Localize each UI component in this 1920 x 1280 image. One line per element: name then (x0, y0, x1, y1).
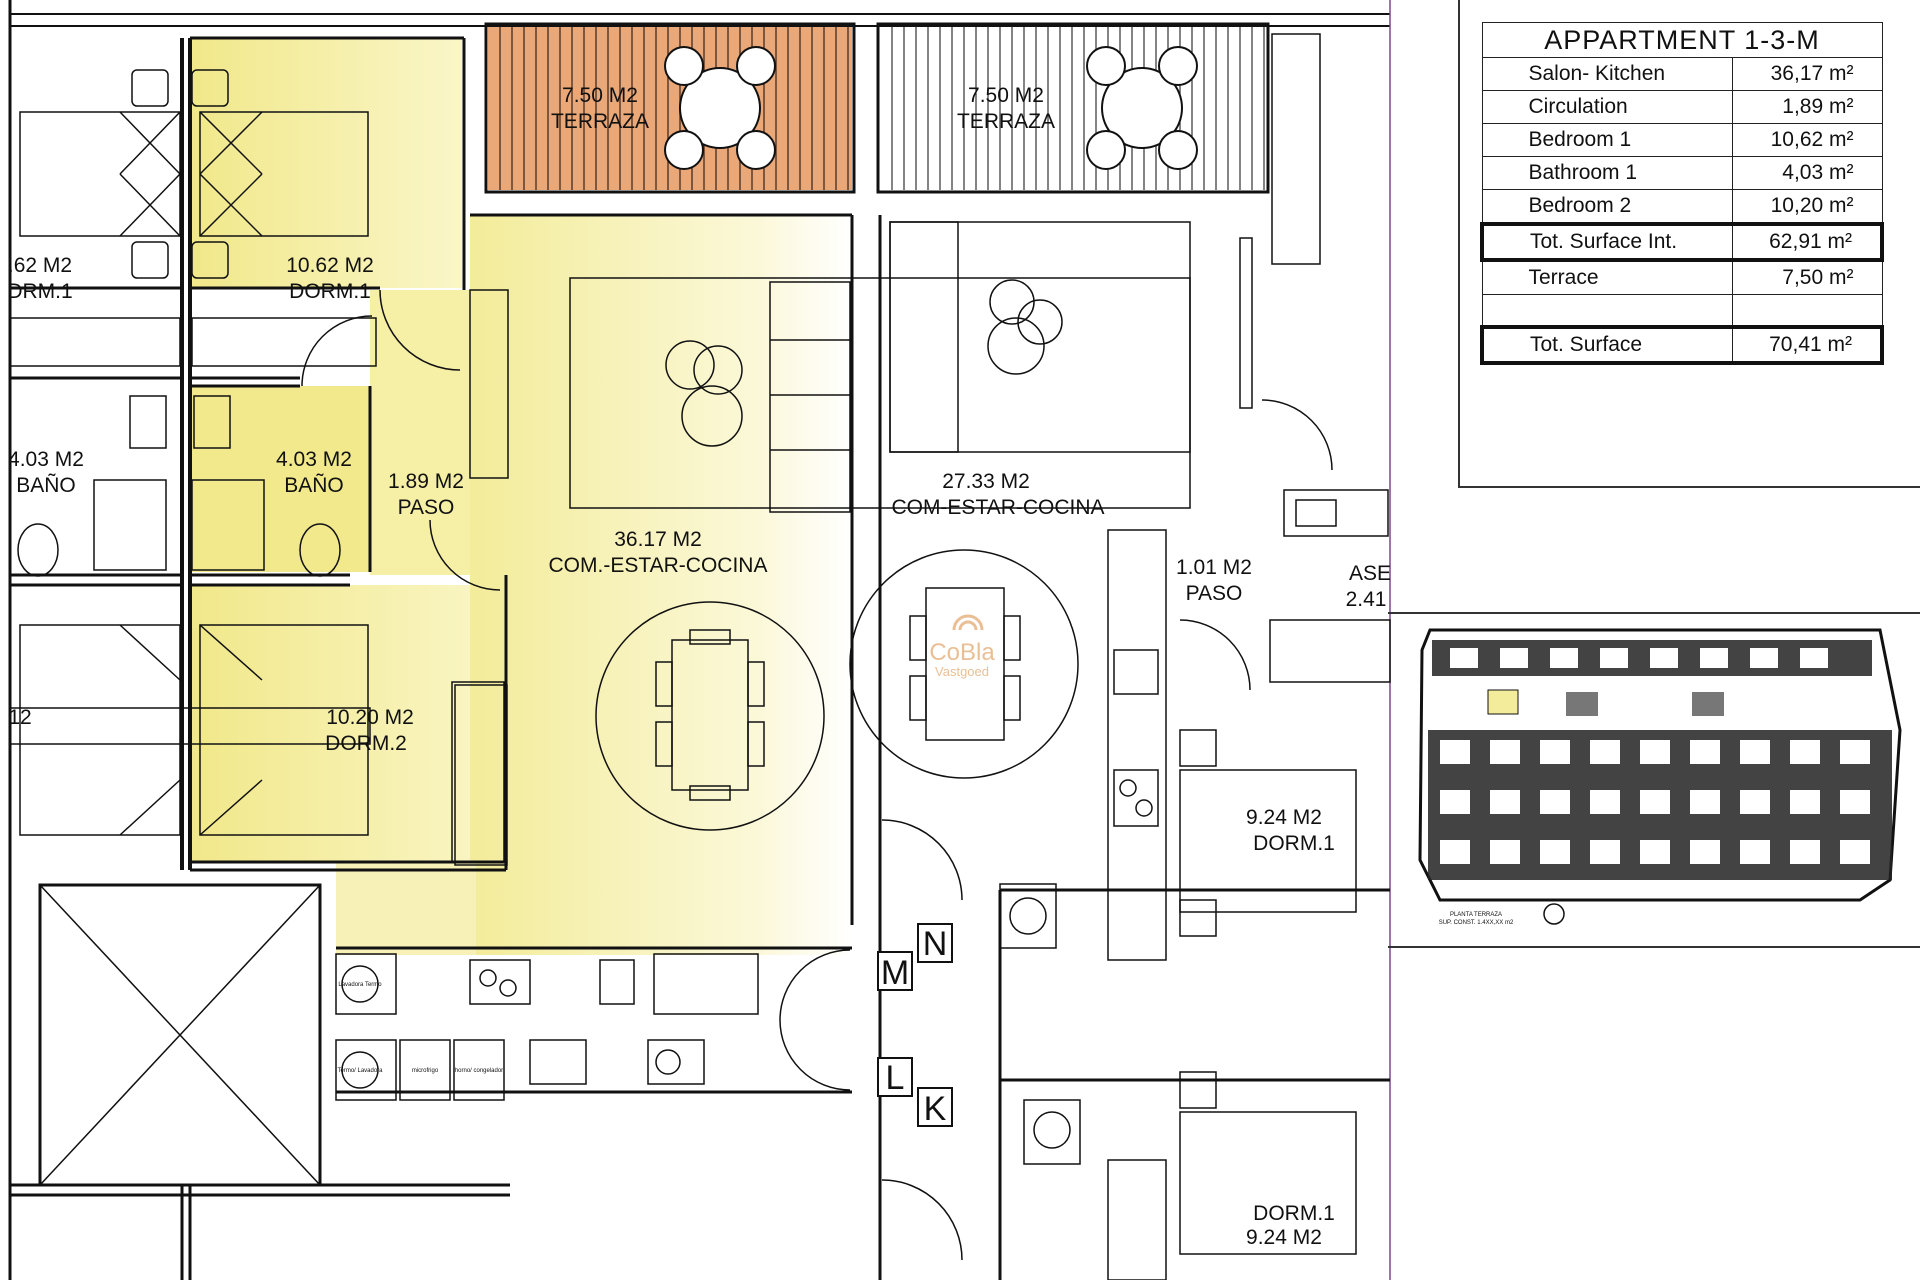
dorm1-area: 10.62 M2 (286, 254, 374, 277)
watermark-subtext: Vastgoed (935, 664, 989, 679)
row-value: 62,91 m² (1732, 222, 1885, 262)
row-value: 10,20 m² (1732, 189, 1883, 225)
key-plan-detail (1440, 648, 1870, 864)
kitchen-b-name: COM-ESTAR-COCINA (891, 496, 1104, 519)
stair-letter-m: M (881, 954, 909, 992)
door-swings (301, 289, 1333, 1261)
terrace-a-name: TERRAZA (551, 110, 649, 133)
bano-fill (190, 386, 370, 572)
terrace-b-area: 7.50 M2 (968, 84, 1044, 107)
row-value: 36,17 m² (1732, 57, 1883, 91)
area-table-title: APPARTMENT 1-3-M (1481, 22, 1883, 58)
walls (8, 0, 1391, 1280)
terrace-b-table (1086, 46, 1198, 170)
kitchen-name: COM.-ESTAR-COCINA (549, 554, 768, 577)
appliance-label-horno: horno/ congelador (455, 1068, 503, 1074)
dorm-b-name: DORM.1 (1253, 832, 1335, 855)
paso-area: 1.89 M2 (388, 470, 464, 493)
row-value: 1,89 m² (1732, 90, 1883, 124)
row-label: Bedroom 2 (1481, 189, 1734, 225)
kitchen-fill (470, 215, 852, 955)
bano-left-name: BAÑO (16, 473, 76, 497)
appliance-label-termo: Termo/ Lavadora (337, 1068, 383, 1074)
dorm-left-name: DRM.1 (7, 280, 72, 303)
row-label: Tot. Surface (1480, 325, 1734, 365)
key-plan-sub: SUP. CONST. 1.4XX,XX m2 (1439, 920, 1514, 926)
row-label (1481, 294, 1734, 328)
row-value: 10,62 m² (1732, 123, 1883, 157)
dorm-c-name: DORM.1 (1253, 1202, 1335, 1225)
dorm1-fill (190, 38, 462, 288)
row-label: Tot. Surface Int. (1480, 222, 1734, 262)
appliance-label-micro: microfrigo (412, 1068, 439, 1074)
terrace-a-table (664, 46, 776, 170)
dorm1-name: DORM.1 (289, 280, 371, 303)
dorm-b-area: 9.24 M2 (1246, 806, 1322, 829)
table-row-total-int: Tot. Surface Int.62,91 m² (1480, 222, 1885, 262)
key-plan-highlight (1487, 689, 1519, 715)
appliance-label-lavadora: Lavadora Termo (338, 982, 382, 988)
row-label: Salon- Kitchen (1481, 57, 1734, 91)
paso-name: PASO (398, 496, 455, 519)
row-value: 7,50 m² (1732, 259, 1883, 295)
bano-name: BAÑO (284, 473, 344, 497)
watermark-logo-text: CoBla (929, 639, 995, 666)
bano-area: 4.03 M2 (276, 448, 352, 471)
stair-letter-k: K (924, 1090, 947, 1128)
bano-left-area: 4.03 M2 (8, 448, 84, 471)
area-table-frame (1458, 0, 1920, 488)
terrace-a-area: 7.50 M2 (562, 84, 638, 107)
paso-b-area: 1.01 M2 (1176, 556, 1252, 579)
row-label: Bathroom 1 (1481, 156, 1734, 190)
dorm2-left-area: 12 (8, 706, 31, 729)
row-value (1732, 294, 1883, 328)
row-label: Circulation (1481, 90, 1734, 124)
row-label: Bedroom 1 (1481, 123, 1734, 157)
row-value: 4,03 m² (1732, 156, 1883, 190)
dorm2-name: DORM.2 (325, 732, 407, 755)
stair-letter-l: L (886, 1059, 905, 1097)
dorm2-fill (190, 585, 506, 863)
paso-b-name: PASO (1186, 582, 1243, 605)
paso-fill (370, 290, 470, 575)
terrace-b-name: TERRAZA (957, 110, 1055, 133)
aseo-area: 2.41 (1346, 588, 1387, 611)
kitchen-b-area: 27.33 M2 (942, 470, 1030, 493)
row-value: 70,41 m² (1732, 325, 1885, 365)
key-plan-frame (1388, 612, 1920, 948)
apartment-highlight (190, 26, 852, 955)
dorm2-area: 10.20 M2 (326, 706, 414, 729)
north-arrow-icon (1543, 903, 1565, 925)
terrace-b-slats (891, 26, 1265, 190)
furniture (9, 33, 1391, 1280)
dorm-c-area: 9.24 M2 (1246, 1226, 1322, 1249)
kitchen-area: 36.17 M2 (614, 528, 702, 551)
area-table-title-row: APPARTMENT 1-3-M (1481, 22, 1883, 58)
key-plan-caption: PLANTA TERRAZA (1450, 912, 1502, 918)
watermark: CoBla Vastgoed (929, 614, 995, 679)
aseo-name: ASE (1349, 562, 1391, 585)
table-row-blank (1481, 294, 1883, 328)
key-plan: PLANTA TERRAZA SUP. CONST. 1.4XX,XX m2 (1418, 628, 1902, 926)
terrace-a-fill (488, 26, 852, 190)
row-label: Terrace (1481, 259, 1734, 295)
dorm-left-area: .62 M2 (8, 254, 72, 277)
kitchen-fill-low (336, 862, 476, 955)
stair-letters: N M L K (877, 923, 953, 1128)
stair-letter-n: N (923, 925, 948, 963)
